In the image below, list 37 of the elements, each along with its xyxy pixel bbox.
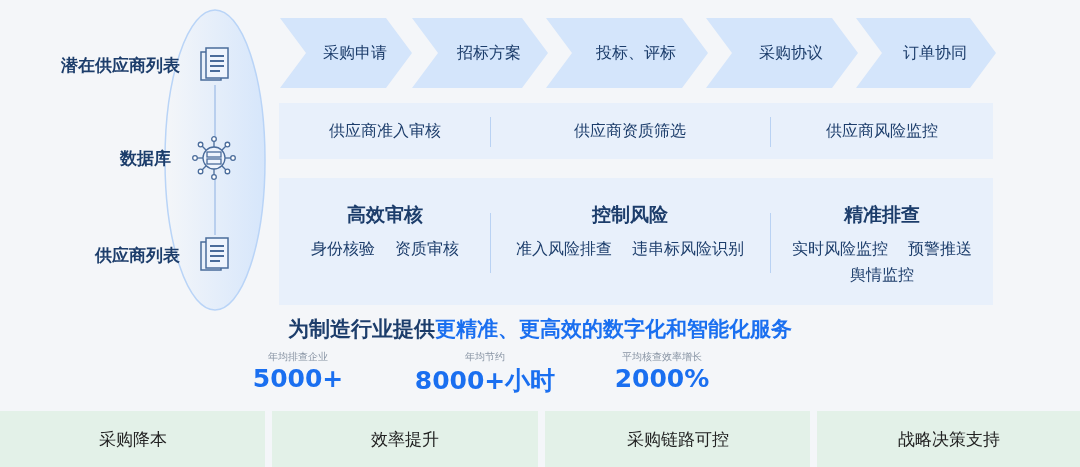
item-label: 供应商风险监控 [825, 120, 938, 142]
panel-background [279, 103, 993, 159]
connector-line [214, 179, 216, 236]
item-label: 实时风险监控 [791, 238, 888, 260]
process-step-box: 订单协同 [856, 18, 996, 88]
item-label: 预警推送 [907, 238, 972, 260]
stat-value: 2000% [613, 364, 711, 393]
section-heading: 精准排查 [842, 202, 921, 227]
outcome-box: 采购降本 [0, 411, 265, 467]
stat-caption: 平均核查效率增长 [621, 350, 703, 364]
item-label: 供应商准入审核 [328, 120, 441, 142]
panel-background [279, 178, 993, 305]
outcome-box: 战略决策支持 [817, 411, 1080, 467]
stat-caption: 年均节约 [464, 350, 506, 364]
item-label: 潜在供应商列表 [61, 53, 180, 77]
outcome-box: 效率提升 [272, 411, 538, 467]
process-step-box: 招标方案 [412, 18, 548, 88]
stat-value: 5000+ [251, 364, 345, 393]
item-label: 供应商资质筛选 [574, 120, 686, 142]
item-label: 舆情监控 [849, 264, 914, 286]
outcome-box: 采购链路可控 [545, 411, 810, 467]
headline-highlight: 更精准、更高效的数字化和智能化服务 [435, 317, 792, 341]
item-label: 准入风险排查 [516, 238, 612, 260]
headline-text: 为制造行业提供 [288, 317, 435, 341]
section-heading: 控制风险 [590, 202, 669, 227]
item-label: 违串标风险识别 [632, 238, 744, 260]
section-heading: 高效审核 [345, 202, 424, 227]
item-label: 供应商列表 [95, 243, 180, 267]
process-step-box: 采购申请 [280, 18, 412, 88]
connector-line [214, 84, 216, 137]
item-label: 资质审核 [394, 238, 459, 260]
item-label: 身份核验 [310, 238, 375, 260]
item-label: 数据库 [120, 146, 171, 170]
process-step-box: 投标、评标 [546, 18, 708, 88]
process-step-box: 采购协议 [706, 18, 858, 88]
stat-value: 8000+小时 [413, 365, 557, 397]
stat-caption: 年均排查企业 [267, 350, 329, 364]
